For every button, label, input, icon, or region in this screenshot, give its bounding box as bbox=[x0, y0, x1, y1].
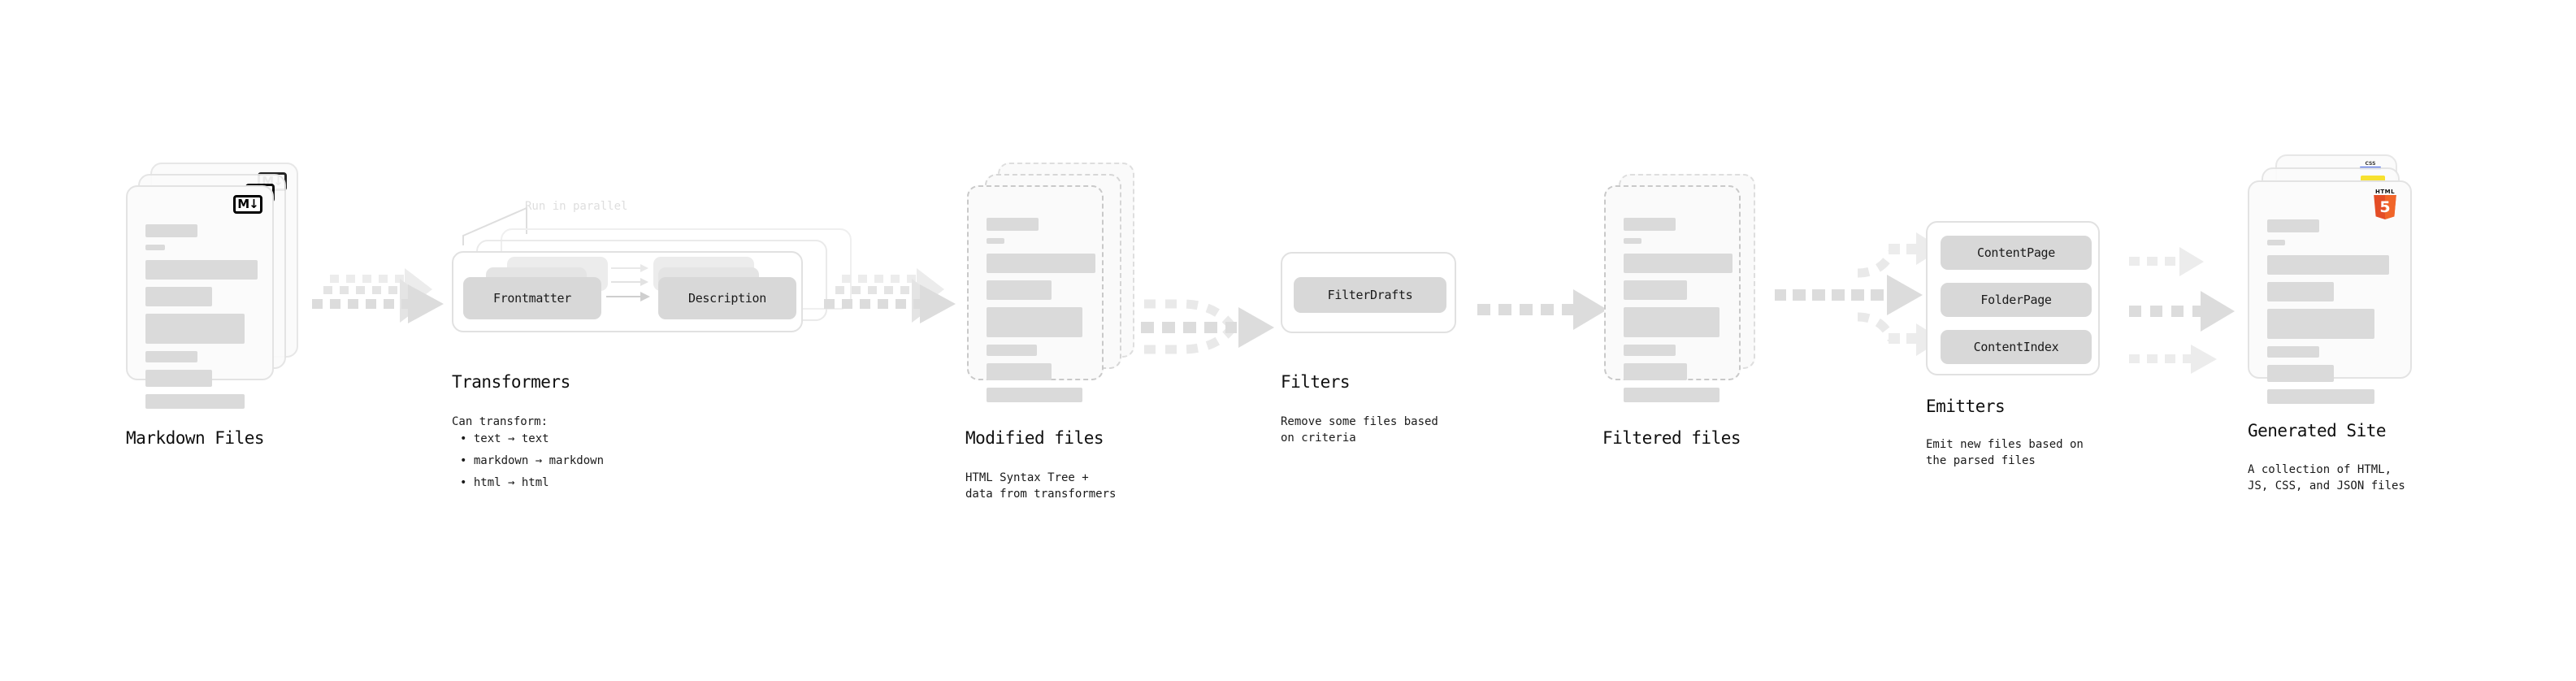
transformers-pill-description[interactable]: Description bbox=[658, 277, 796, 319]
placeholder-bar bbox=[1624, 238, 1641, 244]
card-placeholder-bars bbox=[1624, 218, 1733, 410]
site-card-front: HTML 5 bbox=[2248, 180, 2412, 404]
markdown-card-front: M↓ bbox=[126, 185, 274, 409]
placeholder-bar bbox=[987, 363, 1052, 380]
emitters-caption: Emitters bbox=[1926, 397, 2006, 416]
placeholder-bar bbox=[145, 287, 212, 306]
placeholder-bar bbox=[2267, 346, 2319, 358]
transformers-bullet-2: • html → html bbox=[460, 476, 549, 489]
html5-icon: HTML 5 bbox=[2371, 189, 2399, 219]
placeholder-bar bbox=[2267, 240, 2285, 245]
placeholder-bar bbox=[1624, 363, 1687, 380]
placeholder-bar bbox=[2267, 309, 2374, 339]
emitters-subcaption: Emit new files based on the parsed files bbox=[1926, 438, 2084, 467]
conn-filters-to-filtered bbox=[1477, 289, 1607, 330]
placeholder-bar bbox=[1624, 307, 1720, 337]
placeholder-bar bbox=[987, 388, 1082, 402]
placeholder-bar bbox=[145, 260, 258, 280]
conn-emitters-to-site bbox=[2129, 247, 2235, 374]
placeholder-bar bbox=[987, 280, 1052, 300]
placeholder-bar bbox=[1624, 345, 1676, 356]
emitters-pill-contentindex[interactable]: ContentIndex bbox=[1941, 330, 2092, 364]
card-placeholder-bars bbox=[145, 224, 258, 416]
placeholder-bar bbox=[2267, 365, 2334, 382]
markdown-files-caption: Markdown Files bbox=[126, 428, 265, 448]
html5-icon-label: HTML bbox=[2374, 189, 2396, 195]
placeholder-bar bbox=[2267, 389, 2374, 404]
conn-md-to-transformers bbox=[312, 268, 444, 323]
placeholder-bar bbox=[1624, 254, 1733, 273]
html5-icon-number: 5 bbox=[2379, 197, 2391, 216]
emitters-pill-contentpage[interactable]: ContentPage bbox=[1941, 236, 2092, 270]
placeholder-bar bbox=[987, 218, 1039, 231]
filtered-card-front bbox=[1604, 185, 1741, 402]
placeholder-bar bbox=[987, 254, 1095, 273]
placeholder-bar bbox=[145, 224, 197, 237]
transformers-inner-arrows bbox=[606, 264, 650, 301]
placeholder-bar bbox=[2267, 282, 2334, 301]
placeholder-bar bbox=[145, 351, 197, 362]
placeholder-bar bbox=[987, 307, 1082, 337]
transformers-bullet-0: • text → text bbox=[460, 432, 549, 445]
placeholder-bar bbox=[1624, 218, 1676, 231]
filters-subcaption: Remove some files based on criteria bbox=[1281, 415, 1438, 445]
run-in-parallel-bracket bbox=[462, 206, 527, 245]
filters-caption: Filters bbox=[1281, 372, 1351, 392]
emitters-pill-folderpage[interactable]: FolderPage bbox=[1941, 283, 2092, 317]
placeholder-bar bbox=[987, 345, 1037, 356]
run-in-parallel-label: Run in parallel bbox=[525, 200, 628, 213]
placeholder-bar bbox=[1624, 388, 1720, 402]
modified-files-subcaption: HTML Syntax Tree + data from transformer… bbox=[965, 471, 1117, 501]
transformers-caption: Transformers bbox=[452, 372, 570, 392]
placeholder-bar bbox=[145, 245, 165, 250]
html5-icon-shield: 5 bbox=[2374, 195, 2396, 219]
transformers-bullet-1: • markdown → markdown bbox=[460, 454, 605, 467]
conn-modified-to-filters bbox=[1141, 299, 1274, 354]
markdown-icon: M↓ bbox=[233, 195, 262, 214]
card-placeholder-bars bbox=[987, 218, 1095, 410]
filtered-files-caption: Filtered files bbox=[1602, 428, 1741, 448]
modified-files-caption: Modified files bbox=[965, 428, 1104, 448]
placeholder-bar bbox=[145, 394, 245, 409]
transformers-pill-frontmatter[interactable]: Frontmatter bbox=[463, 277, 601, 319]
css3-icon-label: CSS bbox=[2365, 161, 2376, 167]
placeholder-bar bbox=[987, 238, 1004, 244]
conn-transformers-to-modified bbox=[824, 268, 956, 323]
filters-pill-filterdrafts[interactable]: FilterDrafts bbox=[1294, 277, 1446, 313]
generated-site-caption: Generated Site bbox=[2248, 421, 2387, 440]
placeholder-bar bbox=[145, 314, 245, 344]
placeholder-bar bbox=[2267, 219, 2319, 232]
placeholder-bar bbox=[2267, 255, 2389, 275]
placeholder-bar bbox=[145, 370, 212, 387]
modified-card-front bbox=[967, 185, 1104, 402]
generated-site-subcaption: A collection of HTML, JS, CSS, and JSON … bbox=[2248, 463, 2405, 492]
card-placeholder-bars bbox=[2267, 219, 2392, 411]
transformers-subcaption: Can transform: bbox=[452, 415, 549, 428]
conn-filtered-to-emitters bbox=[1775, 232, 1942, 356]
placeholder-bar bbox=[1624, 280, 1687, 300]
